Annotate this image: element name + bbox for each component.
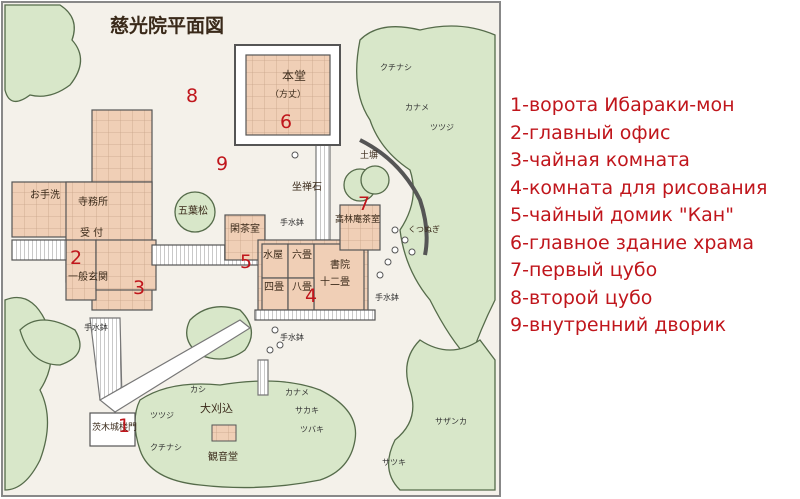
plant-kuchinashi-1: クチナシ [380,63,412,72]
marker-5: 5 [240,251,252,273]
label-dobei: 土塀 [360,149,378,161]
label-temizu: お手洗 [30,188,60,201]
plant-kashi: カシ [190,385,206,394]
stepping-stones [266,151,416,354]
legend-item-8: 8-второй цубо [510,286,653,309]
path-diagonal [98,319,252,413]
marker-1: 1 [118,415,130,437]
label-uketsuke: 受 付 [80,226,103,239]
goyomatsu-tree [174,191,216,233]
tree-temple-right-2 [360,165,390,195]
paths [89,138,429,413]
plant-kaname-1: カナメ [405,103,429,112]
legend-item-5: 5-чайный домик "Кан" [510,204,734,226]
marker-3: 3 [133,277,145,299]
label-kannondo: 観音堂 [208,450,238,463]
label-roku: 六畳 [292,249,312,261]
label-mizuya: 水屋 [263,249,283,261]
hedge-top-left [4,4,82,102]
basin-4: 手水鉢 [375,292,399,302]
basin-1: 手水鉢 [280,217,304,227]
plant-tsutsuji-1: ツツジ [430,123,454,132]
hedge-mid-left [19,319,81,366]
label-shoin: 書院 [330,258,350,271]
plant-tsubaki: ツバキ [300,425,324,434]
kannondo-building [211,424,237,442]
map-title: 慈光院平面図 [110,14,224,37]
path-center [257,359,269,396]
dobei-wall [359,138,429,256]
label-goyomatsu: 五葉松 [178,204,208,217]
hedge-bottom-right [388,339,496,491]
label-kutsunugi: くつぬぎ [408,224,440,234]
marker-4: 4 [305,285,317,307]
label-hachi: 八畳 [292,281,312,293]
label-okariko: 大刈込 [200,401,233,415]
plant-sakaki: サカキ [295,406,319,415]
legend-item-9: 9-внутренний дворик [510,314,727,336]
label-zazen: 坐禅石 [292,180,322,193]
plant-satsuki: サツキ [382,458,406,467]
label-ibaraki-mon: 茨木城楼門 [92,421,137,433]
label-korinan: 高林庵茶室 [335,213,380,225]
plant-sazanka: サザンカ [435,417,467,426]
hondo-floor [245,54,331,136]
ibaraki-gate [89,412,136,447]
marker-7: 7 [358,193,370,215]
legend-item-7: 7-первый цубо [510,259,658,281]
plant-kaname-2: カナメ [285,388,309,397]
map-legend: 1-ворота Ибараки-мон 2-главный офис 3-ча… [510,92,800,340]
label-yon: 四畳 [264,281,284,293]
marker-2: 2 [70,247,82,269]
legend-item-3: 3-чайная комната [510,149,690,171]
legend-item-2: 2-главный офис [510,121,671,144]
basin-3: 手水鉢 [280,332,304,342]
basin-2: 手水鉢 [84,322,108,332]
label-genkan: 一般玄関 [68,270,108,283]
legend-item-1: 1-ворота Ибараки-мон [510,94,735,116]
label-kancha: 閑茶室 [230,222,260,235]
right-buildings [224,204,381,321]
label-hondo-sub: （方丈） [270,88,306,100]
okariko-hedge [134,380,357,489]
label-jimusho: 寺務所 [78,195,108,208]
label-hondo: 本堂 [282,69,306,83]
marker-9: 9 [216,153,228,175]
plant-kuchinashi-2: クチナシ [150,443,182,452]
hedge-right [356,25,496,362]
label-juni: 十二畳 [320,275,350,288]
marker-6: 6 [280,111,292,133]
marker-8: 8 [186,85,198,107]
legend-item-4: 4-комната для рисования [510,176,768,199]
legend-item-6: 6-главное здание храма [510,231,754,254]
plant-tsutsuji-2: ツツジ [150,411,174,420]
